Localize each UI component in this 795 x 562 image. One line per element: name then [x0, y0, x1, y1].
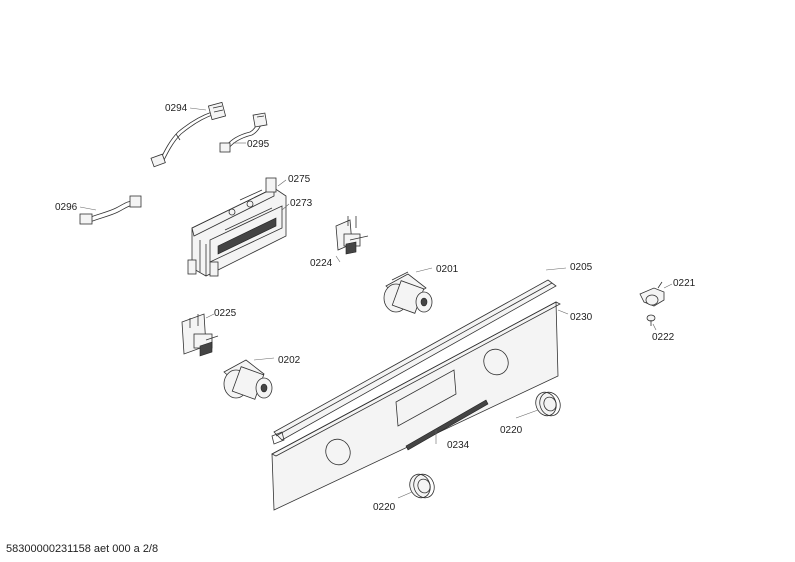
label-0224: 0224 [310, 258, 333, 269]
switch-0224[interactable] [335, 216, 369, 255]
bracket-0221[interactable] [639, 281, 665, 307]
label-0230: 0230 [570, 312, 593, 323]
label-0273: 0273 [290, 198, 313, 209]
label-0202: 0202 [278, 355, 301, 366]
label-0275: 0275 [288, 174, 311, 185]
knob-ring-0220-bottom[interactable] [406, 471, 437, 500]
front-panel-0230[interactable] [271, 301, 561, 511]
label-0295: 0295 [247, 139, 270, 150]
knob-ring-0220-right[interactable] [532, 389, 563, 418]
label-0220-bottom: 0220 [373, 502, 396, 513]
label-0222: 0222 [652, 332, 675, 343]
document-id: 58300000231158 aet 000 a 2/8 [6, 543, 158, 555]
switch-bracket-0225[interactable] [181, 313, 219, 357]
wire-harness-0294[interactable] [150, 101, 227, 168]
wire-harness-0295[interactable] [219, 112, 268, 153]
screw-0222[interactable] [646, 314, 656, 326]
label-0220-right: 0220 [500, 425, 523, 436]
label-0201: 0201 [436, 264, 459, 275]
label-0296: 0296 [55, 202, 78, 213]
label-0234: 0234 [447, 440, 470, 451]
wire-harness-0296[interactable] [79, 195, 142, 225]
trim-strip-0205[interactable] [271, 279, 557, 445]
label-0205: 0205 [570, 262, 593, 273]
label-0225: 0225 [214, 308, 237, 319]
label-0221: 0221 [673, 278, 696, 289]
rotary-switch-0201[interactable] [383, 271, 433, 314]
label-0294: 0294 [165, 103, 188, 114]
rotary-switch-0202[interactable] [223, 359, 273, 400]
control-module[interactable] [187, 177, 287, 277]
